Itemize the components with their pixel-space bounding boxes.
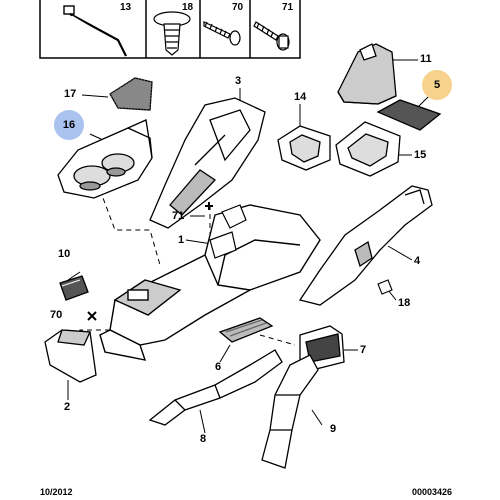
callout-10: 10 [58,248,71,260]
callout-8: 8 [200,433,207,445]
callout-9: 9 [330,423,337,435]
side-trim-part-4 [298,185,433,306]
switch-part-10 [59,275,89,301]
callout-3: 3 [235,75,242,87]
header-label-13: 13 [120,2,132,13]
clip-marker-part-71 [205,202,213,210]
callout-11: 11 [420,53,432,65]
shift-frame-part-15 [335,121,401,177]
callout-16-badge: 16 [54,110,84,140]
cable-tie-icon [63,5,127,57]
callout-7: 7 [360,344,367,356]
footer-date: 10/2012 [40,487,73,497]
callout-71: 71 [172,210,185,222]
header-label-70: 70 [232,2,244,13]
storage-bin-part-2 [44,329,97,383]
air-duct-part-8 [148,349,283,426]
callout-2: 2 [64,401,71,413]
cup-holder-part-16 [57,119,153,199]
callout-70: 70 [50,309,63,321]
header-parts-box [39,0,301,59]
shift-frame-part-14 [277,125,331,171]
push-clip-icon [153,11,191,56]
tag-part-18 [377,279,393,295]
callout-4: 4 [414,255,421,267]
tray-cover-part-17 [109,77,153,111]
callout-1: 1 [178,234,185,246]
bolt-icon [253,21,290,51]
trim-panel-part-5 [376,99,442,131]
gear-boot-part-11 [337,43,397,105]
header-label-71: 71 [282,2,294,13]
mount-bracket [209,204,247,259]
screw-icon [203,21,241,46]
filter-mat-part-6 [218,317,274,343]
callout-15: 15 [414,149,427,161]
air-duct-part-9 [261,354,319,469]
callout-5-badge: 5 [422,70,452,100]
footer-reference: 00003426 [412,487,453,497]
main-console-part-1 [99,204,321,361]
header-label-18: 18 [182,2,194,13]
clip-marker-part-70 [87,311,97,321]
side-panel-part-3 [149,97,266,229]
callout-6: 6 [215,361,222,373]
callout-18: 18 [398,297,411,309]
callout-14: 14 [294,91,307,103]
callout-17: 17 [64,88,77,100]
